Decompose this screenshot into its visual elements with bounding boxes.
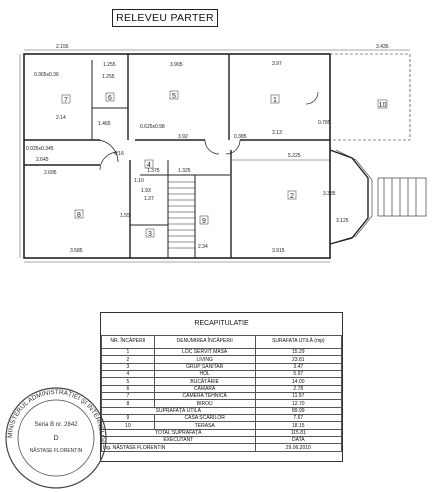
room-8-label: 8 [77,212,81,219]
dim-label: 2.695 [44,170,57,176]
room-4-label: 4 [147,162,151,169]
floor-plan: 7 6 5 1 10 4 8 3 9 2 2.155 1.255 3.905 3… [19,44,427,263]
dim-label: 3.915 [272,248,285,254]
dim-label: 1.465 [98,121,111,127]
room-5-label: 5 [172,93,176,100]
official-stamp: MINISTERUL ADMINISTRAȚIEI ȘI INTERNELOR … [5,387,107,489]
dim-label: 1.55 [120,213,130,219]
col-suprafata-header: SURAFATA UTILĂ (mp) [254,335,343,349]
dim-label: 2.645 [36,157,49,163]
recap-table-box: RECAPITULATIE NR. ÎNCĂPERII DENUMIREA ÎN… [100,312,343,462]
room-7-label: 7 [64,97,68,104]
dim-label: 3.92 [178,134,188,140]
dim-label: 3.905 [170,62,183,68]
dim-label: 1.255 [103,62,116,68]
stamp-category: D [53,435,58,442]
outer-wall [23,53,331,259]
dim-label: 1.37 [144,196,154,202]
room-1-label: 1 [273,97,277,104]
dim-label: 3.97 [272,61,282,67]
col-denumire-header: DENUMIREA ÎNCĂPERII [153,335,256,349]
stamp-series: Seria B nr. 2842 [34,422,78,428]
dim-label: 5.225 [288,153,301,159]
room-9-label: 9 [202,218,206,225]
dim-label: 2.155 [56,44,69,50]
dim-label: 1.10 [134,178,144,184]
dim-label: 3.585 [70,248,83,254]
dim-label: 3.13 [272,130,282,136]
recap-caption: RECAPITULATIE [194,320,249,327]
dim-label: 3.435 [376,44,389,50]
dim-label: 0.025x0.345 [26,146,54,152]
dim-label: 3.125 [336,218,349,224]
room-2-label: 2 [290,193,294,200]
dim-label: 1.93 [141,188,151,194]
room-10-label: 10 [379,102,387,109]
dim-label: 2.14 [56,115,66,121]
dim-label: 1.375 [147,168,160,174]
dim-label: 0.625x0.98 [140,124,165,130]
room-3-label: 3 [148,231,152,238]
col-nr-header: NR. ÎNCĂPERII [101,335,155,349]
recap-table: RECAPITULATIE NR. ÎNCĂPERII DENUMIREA ÎN… [101,313,343,452]
dim-label: 1.325 [178,168,191,174]
plan-title: RELEVEU PARTER [112,9,218,27]
dim-label: 2.34 [198,244,208,250]
dim-label: 0.785 [318,120,331,126]
dim-label: 4.16 [114,151,124,157]
room-6-label: 6 [108,95,112,102]
stamp-name: NĂSTASE FLORENTIN [30,447,83,454]
dim-label: 0.365x0.36 [34,72,59,78]
dim-label: 3.335 [323,191,336,197]
dim-label: 1.255 [102,74,115,80]
dim-label: 0.385 [234,134,247,140]
